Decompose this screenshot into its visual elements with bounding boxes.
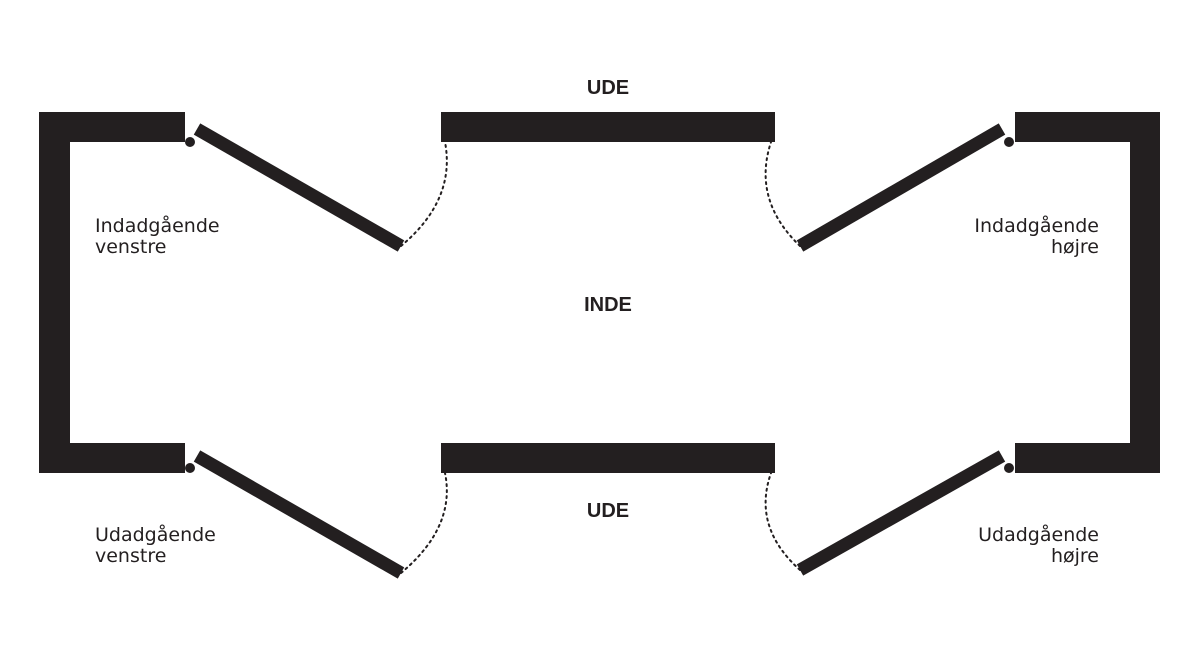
door-label-top-right-line2: højre bbox=[1050, 236, 1099, 258]
swing-arc-bottom-right bbox=[764, 472, 801, 571]
door-label-top-right: Indadgående højre bbox=[974, 216, 1099, 258]
hinge-bottom-right bbox=[1004, 463, 1014, 473]
door-label-top-left: Indadgående venstre bbox=[95, 216, 220, 258]
hinge-top-left bbox=[185, 137, 195, 147]
left-wall-top bbox=[39, 112, 185, 142]
door-label-bottom-right: Udadgående højre bbox=[978, 525, 1099, 567]
door-label-top-left-line2: venstre bbox=[95, 236, 167, 258]
door-leaf-top-left bbox=[193, 123, 405, 252]
zone-label-middle: INDE bbox=[584, 294, 632, 316]
swing-arc-top-right bbox=[764, 141, 801, 247]
door-label-bottom-right-line2: højre bbox=[1050, 545, 1099, 567]
right-wall-bottom bbox=[1015, 443, 1160, 473]
zone-label-top: UDE bbox=[586, 77, 630, 99]
door-label-bottom-left-line1: Udadgående bbox=[95, 524, 216, 546]
door-label-top-left-line1: Indadgående bbox=[95, 215, 220, 237]
door-label-top-right-line1: Indadgående bbox=[974, 215, 1099, 237]
hinge-top-right bbox=[1004, 137, 1014, 147]
door-label-bottom-left-line2: venstre bbox=[95, 545, 167, 567]
middle-wall-top bbox=[441, 112, 775, 142]
door-leaf-bottom-right bbox=[796, 450, 1006, 576]
swing-arc-top-left bbox=[400, 141, 448, 247]
middle-wall-bottom bbox=[441, 443, 775, 473]
swing-arc-bottom-left bbox=[400, 472, 448, 574]
left-wall-vertical bbox=[39, 112, 70, 473]
left-wall-bottom bbox=[39, 443, 185, 473]
door-label-bottom-left: Udadgående venstre bbox=[95, 525, 216, 567]
zone-label-bottom: UDE bbox=[586, 500, 630, 522]
right-wall-vertical bbox=[1130, 112, 1160, 473]
right-wall-top bbox=[1015, 112, 1160, 142]
door-leaf-bottom-left bbox=[193, 450, 405, 579]
door-label-bottom-right-line1: Udadgående bbox=[978, 524, 1099, 546]
door-leaf-top-right bbox=[796, 123, 1006, 252]
hinge-bottom-left bbox=[185, 463, 195, 473]
